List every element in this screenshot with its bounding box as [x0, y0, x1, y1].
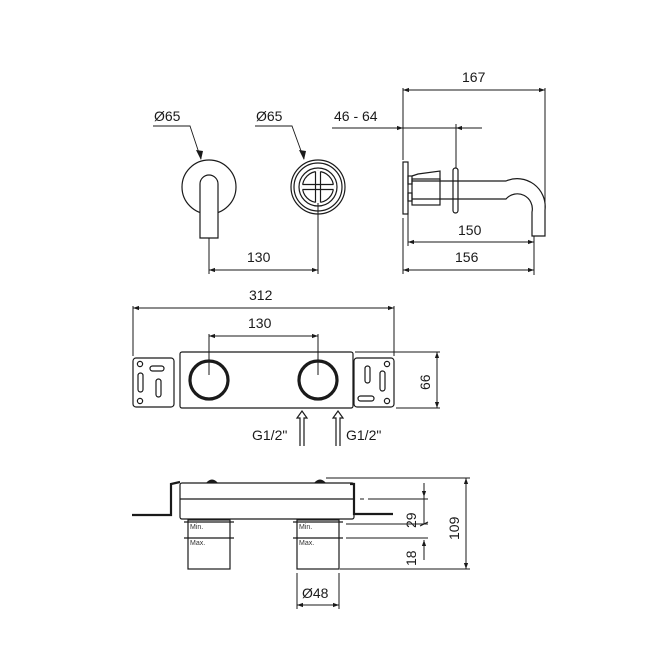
left-sleeve: [187, 519, 231, 570]
lever-arm: [199, 174, 219, 239]
sleeve-diameter-label: Ø48: [302, 585, 329, 601]
top-center-distance-dimension: 130: [208, 203, 319, 274]
lever-diameter-leader: [153, 125, 202, 160]
cross-diameter-label: Ø65: [256, 108, 283, 124]
valve-body: [411, 178, 441, 206]
body-depth-label: 29: [403, 512, 419, 528]
body-front-view: 312 130 66 G1/2" G1/2": [132, 287, 440, 446]
wall-thickness-label: 46 - 64: [334, 108, 378, 124]
body-height-label: 66: [417, 374, 433, 390]
right-mounting-bracket: [353, 357, 395, 408]
body-center-distance-label: 130: [248, 315, 272, 331]
finish-plate: [452, 167, 459, 214]
leader-arrow-icon: [196, 150, 203, 160]
install-depth-section-view: Min. Max. Min. Max. 29 18 109 Ø48: [132, 477, 470, 609]
adjust-range-label: 18: [403, 550, 419, 566]
lever-diameter-label: Ø65: [154, 108, 181, 124]
inlet-arrow-right-icon: [331, 409, 345, 446]
body-section: [179, 482, 355, 520]
right-valve-port: [297, 359, 339, 401]
left-max-label: Max.: [190, 540, 205, 547]
spout-side-view: 167 46 - 64 150 156: [332, 69, 546, 275]
cross-handle-view: Ø65: [255, 108, 346, 215]
valve-body-housing: [179, 351, 354, 409]
total-depth-label: 109: [446, 516, 462, 540]
inlet-left-label: G1/2": [252, 427, 287, 443]
lever-handle-view: Ø65: [153, 108, 237, 239]
total-reach-label: 156: [455, 249, 479, 265]
right-sleeve: [296, 519, 340, 570]
overall-width-label: 312: [249, 287, 273, 303]
wall-plate: [402, 161, 409, 215]
cross-diameter-leader: [255, 125, 305, 160]
right-max-label: Max.: [299, 540, 314, 547]
spout-reach-label: 150: [458, 222, 482, 238]
left-valve-port: [188, 359, 230, 401]
overall-projection-label: 167: [462, 69, 486, 85]
left-mounting-bracket: [132, 357, 175, 408]
inlet-right-label: G1/2": [346, 427, 381, 443]
left-min-label: Min.: [190, 524, 203, 531]
left-flange: [132, 480, 181, 517]
top-center-distance-label: 130: [247, 249, 271, 265]
leader-arrow-icon: [299, 150, 306, 160]
inlet-arrow-left-icon: [295, 409, 309, 446]
right-min-label: Min.: [299, 524, 312, 531]
